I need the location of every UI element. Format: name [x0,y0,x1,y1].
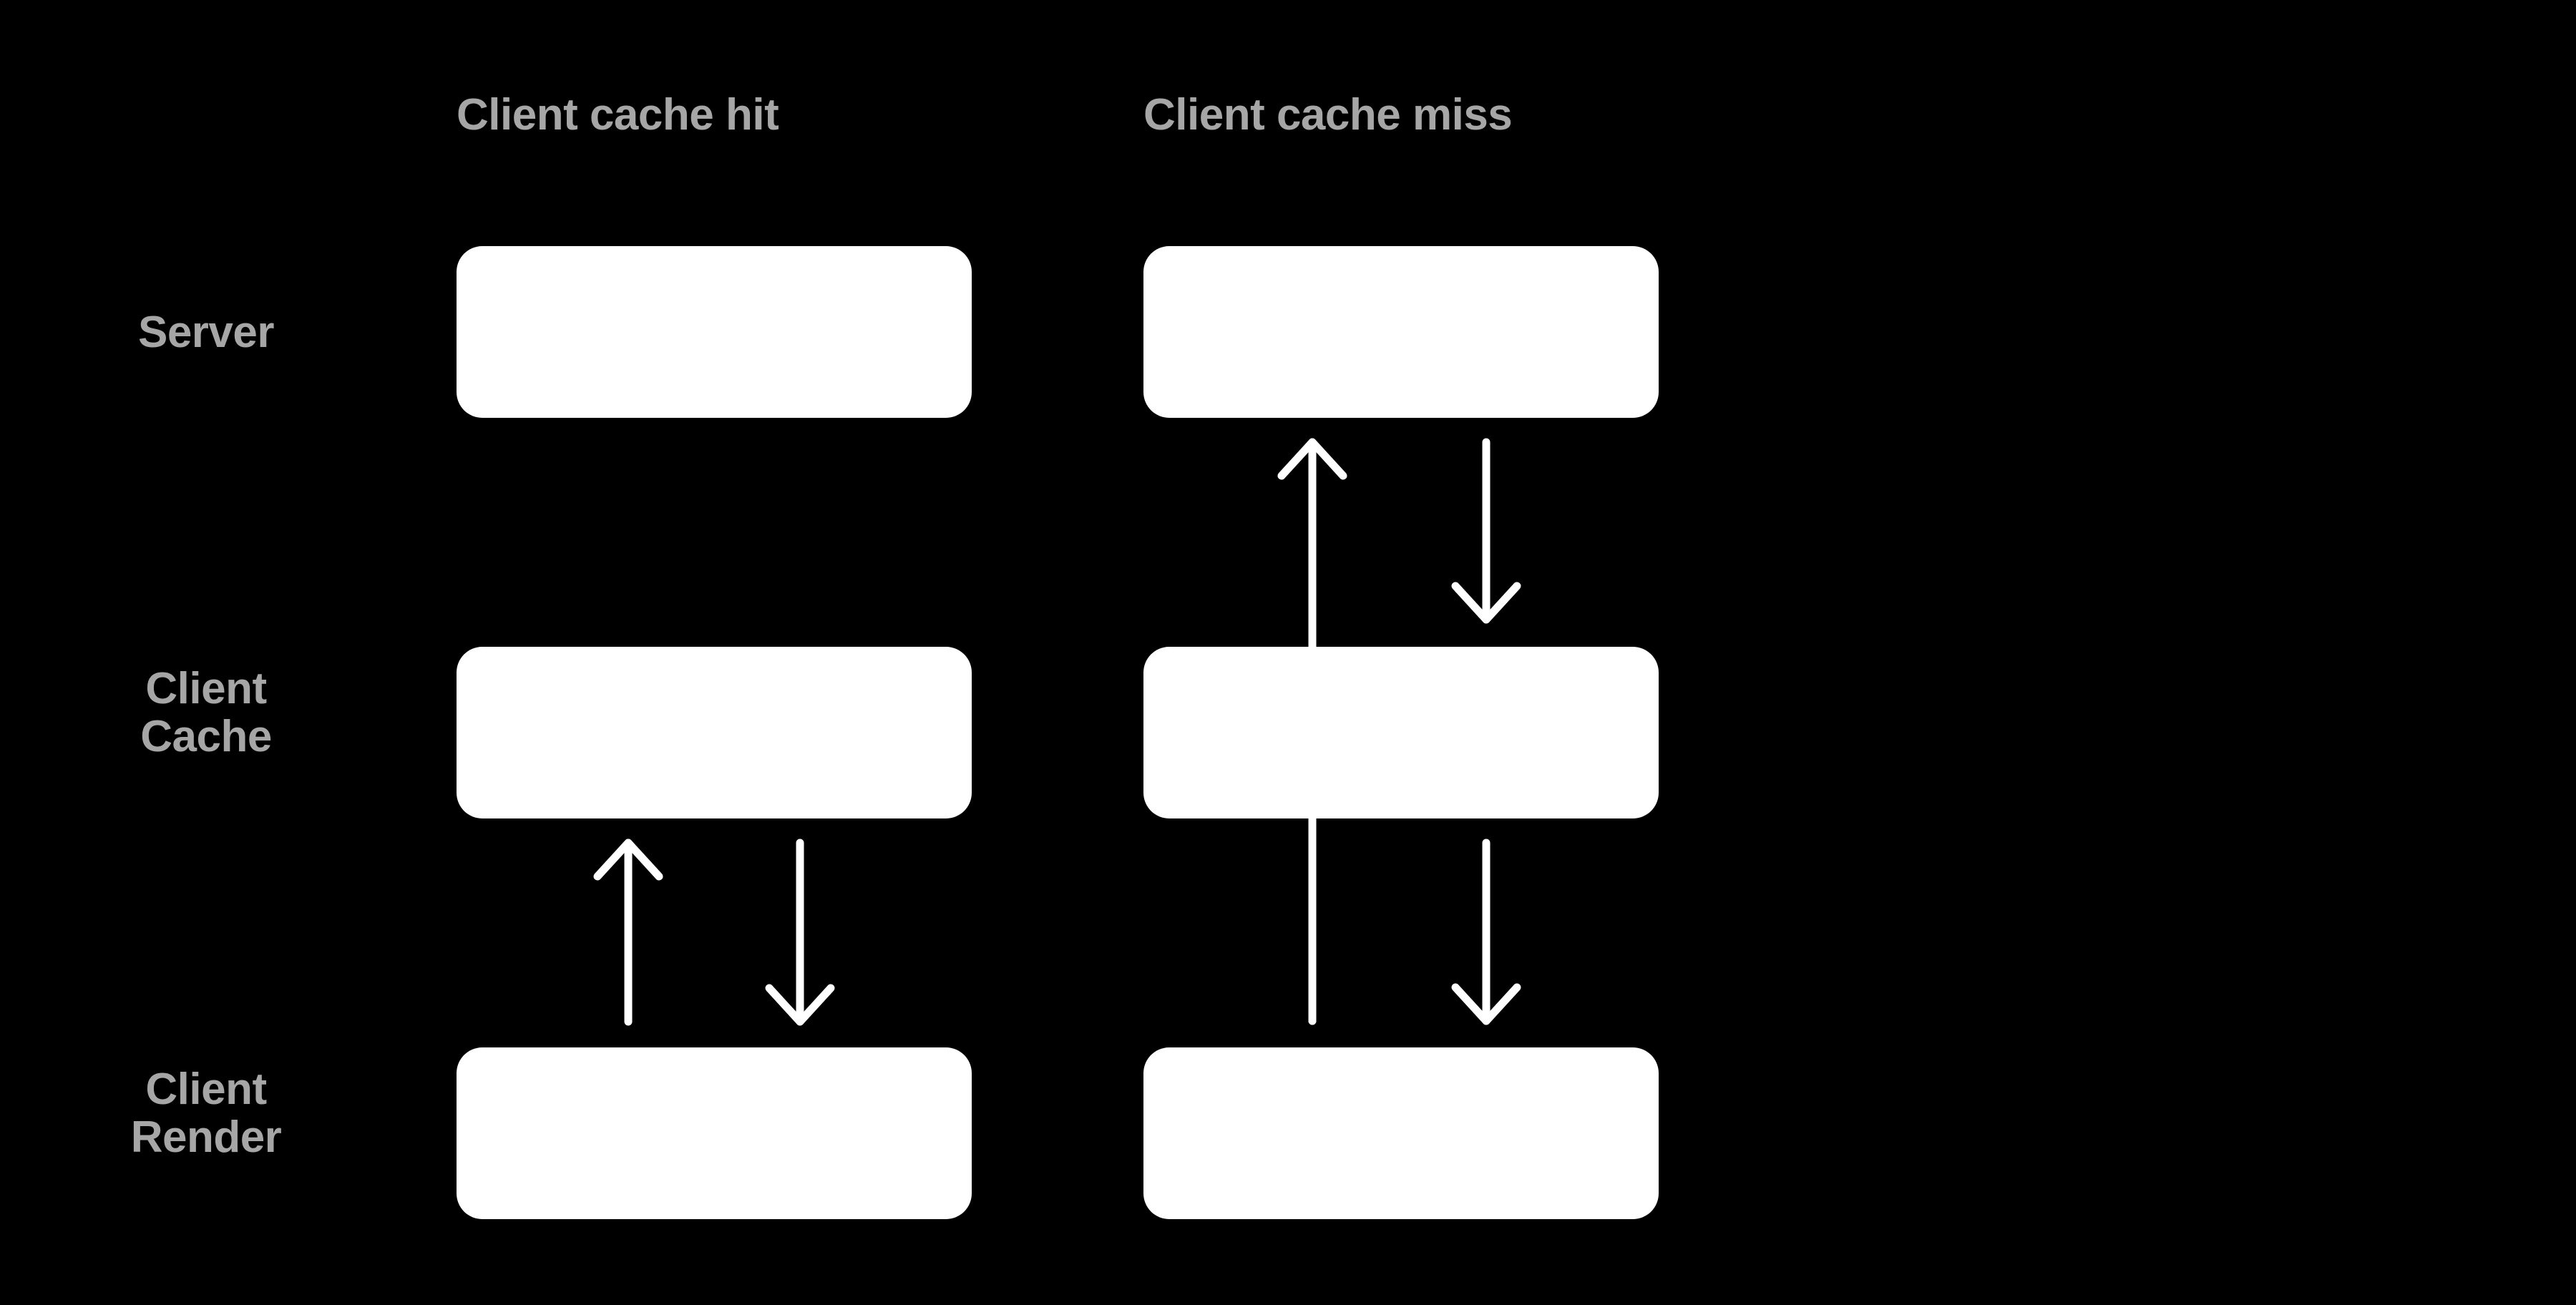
row-label-line: Cache [140,711,272,761]
column-header-cache-miss: Client cache miss [1143,90,1513,140]
row-label-line: Client [145,664,267,713]
node-box-hit-server[interactable] [457,246,972,418]
node-box-miss-client-cache[interactable] [1143,647,1659,818]
row-label-server: Server [20,308,392,357]
row-label-client-render: Client Render [20,1065,392,1162]
row-label-line: Client [145,1065,267,1114]
arrow-hit-cache-to-render [765,839,835,1026]
node-box-miss-server[interactable] [1143,246,1659,418]
row-label-line: Render [130,1112,282,1162]
node-box-hit-client-cache[interactable] [457,647,972,818]
row-label-client-cache: Client Cache [20,665,392,761]
row-label-line: Server [137,308,275,357]
arrow-hit-render-to-cache [593,839,663,1026]
arrow-miss-cache-to-render [1451,839,1521,1025]
node-box-hit-client-render[interactable] [457,1047,972,1219]
arrow-miss-server-to-cache [1451,438,1521,624]
column-header-cache-hit: Client cache hit [457,90,779,140]
node-box-miss-client-render[interactable] [1143,1047,1659,1219]
